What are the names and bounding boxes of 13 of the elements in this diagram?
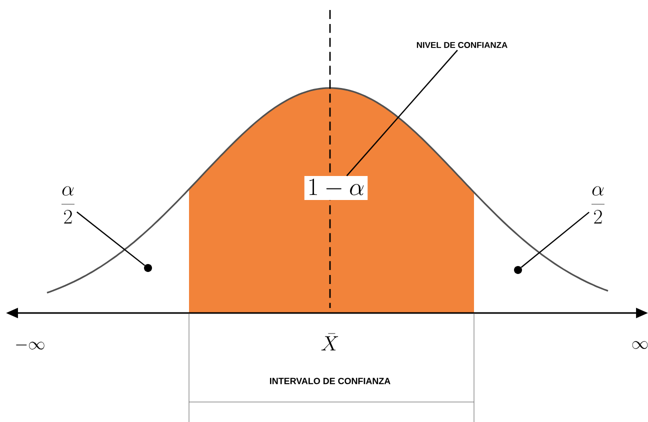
leader-dot xyxy=(144,264,152,272)
formula-box: $1-\alpha$ xyxy=(304,176,368,200)
leader-dot xyxy=(514,266,522,274)
leader-line xyxy=(520,212,590,268)
axis-label: $-\infty$ xyxy=(16,342,44,350)
leader-line xyxy=(76,212,146,266)
leader-line xyxy=(346,50,458,176)
mean-label: $\bar{X}$ xyxy=(321,333,338,350)
interval-label: INTERVALO DE CONFIANZA xyxy=(270,378,390,384)
fraction-label: $\frac{\alpha}{2}$ xyxy=(592,186,604,224)
fraction-label: $\frac{\alpha}{2}$ xyxy=(62,186,74,224)
axis-label: $\infty$ xyxy=(632,341,648,349)
callout-label: NIVEL DE CONFIANZA xyxy=(416,42,508,48)
